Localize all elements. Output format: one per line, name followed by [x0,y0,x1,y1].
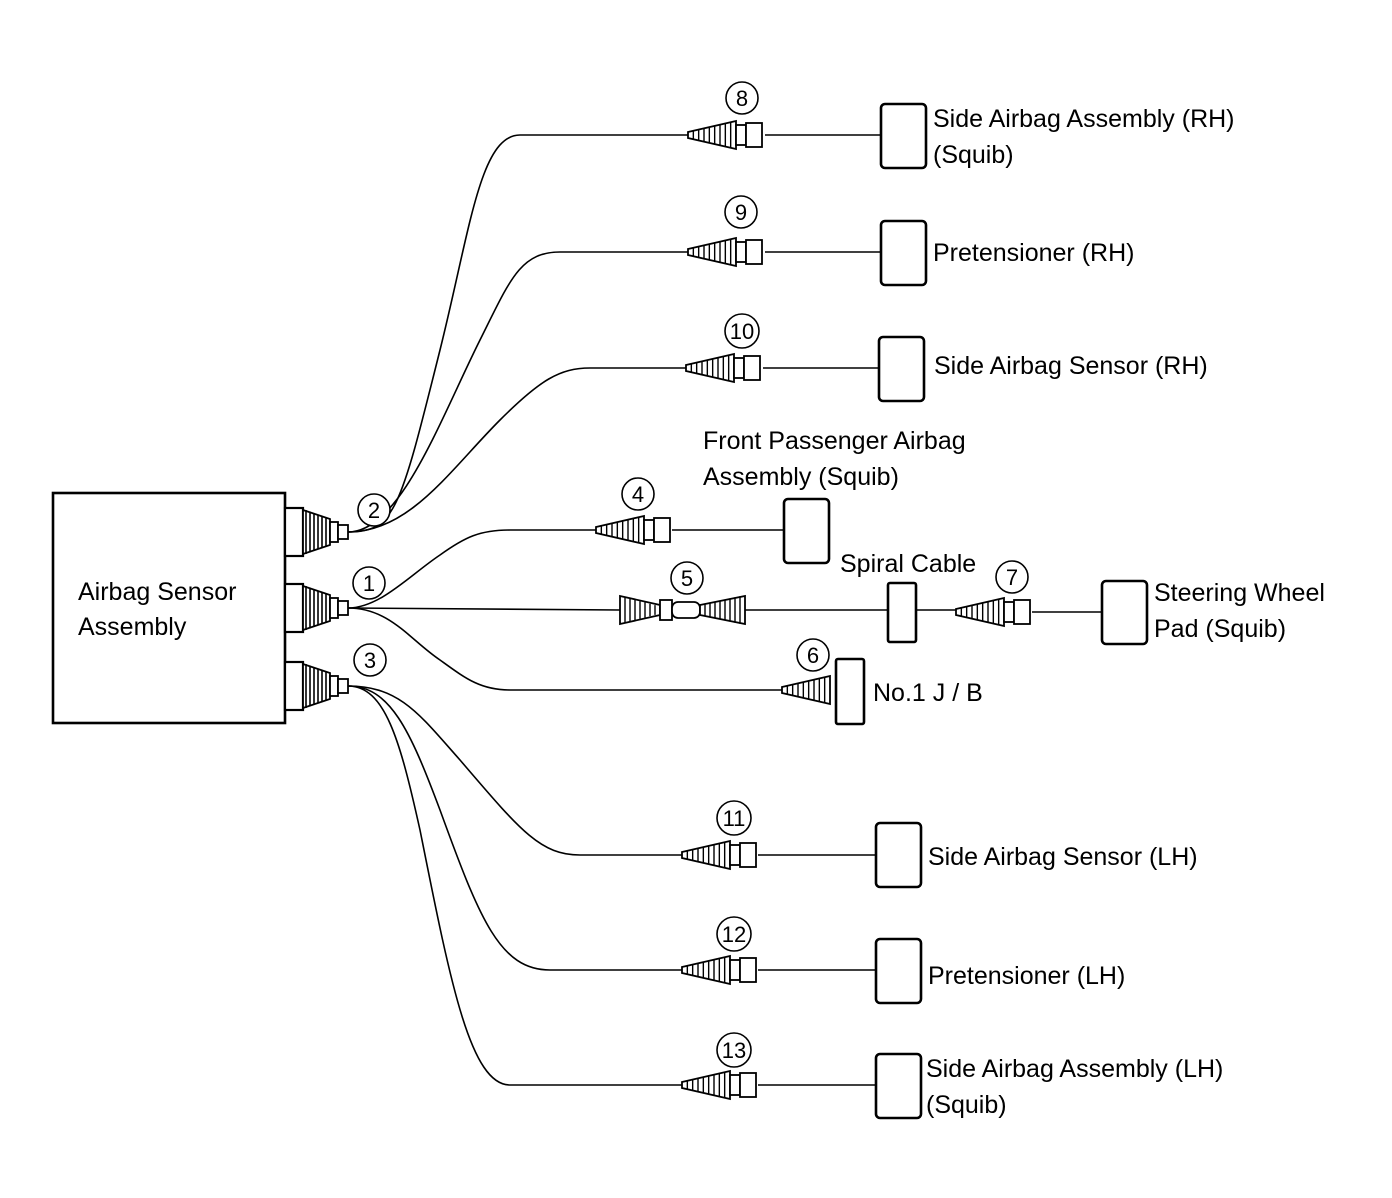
wire-to-8 [347,134,690,533]
steering-wheel-label-line2: Pad (Squib) [1154,615,1286,643]
sensor-connector-3 [283,660,349,712]
svg-text:3: 3 [364,648,376,673]
connector-number-6: 6 [796,638,830,672]
connector-number-2: 2 [357,493,391,527]
pretensioner-rh-box [879,219,928,287]
cone-connectors [595,119,1031,1101]
component-labels: Side Airbag Assembly (RH) (Squib) Preten… [703,105,1325,1119]
connector-9-plug [687,236,763,268]
connector-number-3: 3 [353,643,387,677]
jb-box [834,657,866,726]
connector-number-1: 1 [352,566,386,600]
side-airbag-rh-label-line1: Side Airbag Assembly (RH) [933,105,1235,133]
pretensioner-lh-box [874,937,923,1005]
sensor-connector-2 [283,506,349,558]
spiral-cable-box [886,581,918,644]
connector-7-plug [955,596,1031,628]
svg-text:13: 13 [722,1038,746,1063]
svg-text:9: 9 [735,200,747,225]
connector-number-5: 5 [670,561,704,595]
airbag-sensor-label-line1: Airbag Sensor [78,578,236,606]
wire-to-13 [347,685,685,1086]
connector-11-plug [681,839,757,871]
pretensioner-lh-label: Pretensioner (LH) [928,962,1125,990]
connector-8-plug [687,119,763,151]
connector-numbers: 2 1 3 8 9 10 4 5 [352,81,1029,1068]
connector-number-7: 7 [995,560,1029,594]
connector-number-4: 4 [621,477,655,511]
wire-to-12 [347,685,685,971]
side-sensor-rh-label: Side Airbag Sensor (RH) [934,352,1208,380]
component-boxes [782,102,1149,1120]
wire-to-10 [347,367,690,533]
connector-5-plug [619,594,746,626]
connector-12-plug [681,954,757,986]
connector-6-plug [781,674,831,706]
svg-text:2: 2 [368,498,380,523]
svg-text:7: 7 [1006,565,1018,590]
wire-to-5 [347,607,621,611]
jb-label: No.1 J / B [873,679,983,707]
connector-10-plug [685,352,761,384]
wire-to-4 [347,529,598,609]
wires [347,134,1103,1086]
svg-text:6: 6 [807,643,819,668]
svg-text:4: 4 [632,482,644,507]
side-airbag-lh-box [874,1052,923,1120]
front-passenger-box [782,497,831,565]
wire-to-6 [347,607,785,691]
steering-wheel-box [1100,579,1149,646]
side-sensor-lh-box [874,821,923,889]
wire-to-11 [347,685,685,856]
front-passenger-label-line2: Assembly (Squib) [703,463,899,491]
side-airbag-lh-label-line2: (Squib) [926,1091,1007,1119]
pretensioner-rh-label: Pretensioner (RH) [933,239,1134,267]
airbag-sensor-label-line2: Assembly [78,613,187,641]
connector-number-10: 10 [724,313,760,349]
connector-number-13: 13 [716,1032,752,1068]
side-airbag-rh-box [879,102,928,170]
side-airbag-lh-label-line1: Side Airbag Assembly (LH) [926,1055,1223,1083]
svg-text:1: 1 [363,571,375,596]
svg-text:10: 10 [730,319,754,344]
spiral-cable-label: Spiral Cable [840,550,976,578]
airbag-sensor-assembly: Airbag Sensor Assembly [51,491,287,725]
airbag-sensor-box [51,491,287,725]
side-sensor-lh-label: Side Airbag Sensor (LH) [928,843,1198,871]
front-passenger-label-line1: Front Passenger Airbag [703,427,966,455]
connector-number-12: 12 [716,916,752,952]
svg-text:11: 11 [723,806,746,831]
side-sensor-rh-box [877,335,926,403]
sensor-connector-1 [283,582,349,634]
connector-13-plug [681,1069,757,1101]
svg-text:8: 8 [736,86,748,111]
connector-number-11: 11 [716,800,752,836]
steering-wheel-label-line1: Steering Wheel [1154,579,1325,607]
svg-text:5: 5 [681,566,693,591]
sensor-connectors [283,506,349,712]
side-airbag-rh-label-line2: (Squib) [933,141,1014,169]
connector-number-8: 8 [725,81,759,115]
connector-number-9: 9 [724,195,758,229]
connector-4-plug [595,514,671,546]
svg-text:12: 12 [722,922,746,947]
